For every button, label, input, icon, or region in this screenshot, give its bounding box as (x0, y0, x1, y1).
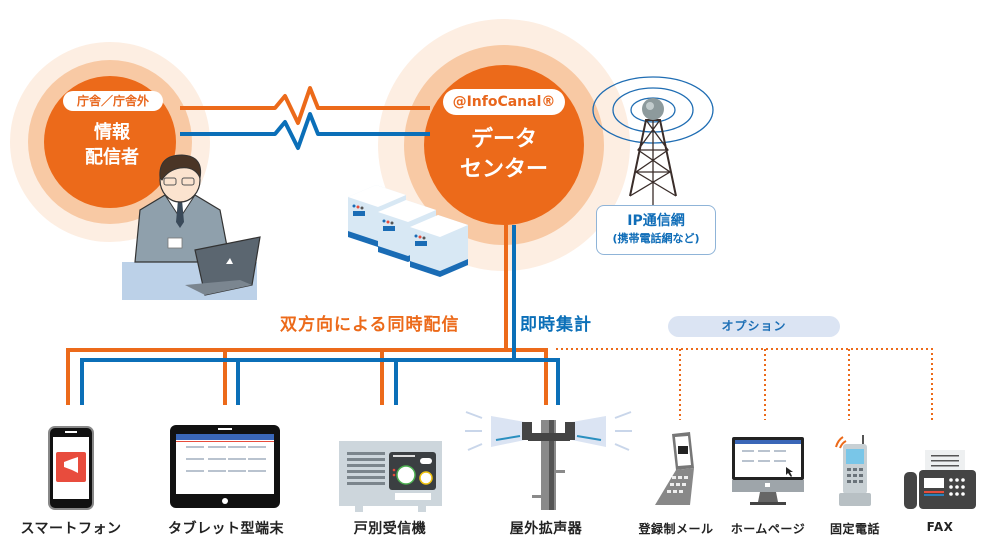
datacenter-title-line2: センター (459, 157, 549, 182)
aggregate-flow-label: 即時集計 (520, 315, 592, 335)
infocanal-badge: @InfoCanal® (443, 89, 565, 115)
sender-title-line2: 配信者 (85, 147, 139, 168)
sender-title-line1: 情報 (94, 122, 130, 143)
fax-machine-icon (904, 450, 976, 509)
device-label-tablet: タブレット型端末 (168, 521, 284, 537)
blue-link-line (180, 112, 430, 150)
device-label-outdoor-speaker: 屋外拡声器 (509, 521, 583, 537)
option-badge: オプション (668, 316, 840, 337)
cordless-phone-icon (835, 435, 871, 506)
ip-network-label: IP通信網 (携帯電話網など) (596, 205, 716, 255)
tablet-icon (170, 425, 280, 508)
outdoor-speaker-icon (465, 411, 632, 510)
device-label-registered-mail: 登録制メール (638, 522, 714, 536)
radio-tower-icon (592, 76, 714, 205)
ip-network-subtitle: (携帯電話網など) (612, 232, 700, 245)
option-dotted-lines (556, 348, 933, 420)
aggregate-lines (80, 225, 560, 405)
device-label-fax: FAX (926, 520, 954, 534)
operator-person-icon (122, 154, 261, 300)
device-label-homepage: ホームページ (730, 522, 806, 536)
server-rack-icon (348, 185, 468, 277)
sender-location-badge: 庁舎／庁舎外 (63, 91, 163, 111)
ip-network-title: IP通信網 (627, 213, 685, 229)
flip-phone-mail-icon (655, 432, 694, 505)
datacenter-title-line1: データ (470, 127, 538, 152)
device-label-landline: 固定電話 (829, 522, 881, 536)
orange-link-line (180, 86, 430, 125)
device-label-smartphone: スマートフォン (20, 521, 122, 537)
smartphone-icon (48, 426, 94, 510)
broadcast-flow-label: 双方向による同時配信 (280, 315, 460, 335)
device-label-home-receiver: 戸別受信機 (353, 521, 427, 537)
desktop-monitor-icon (732, 437, 804, 505)
home-receiver-icon (339, 441, 442, 512)
